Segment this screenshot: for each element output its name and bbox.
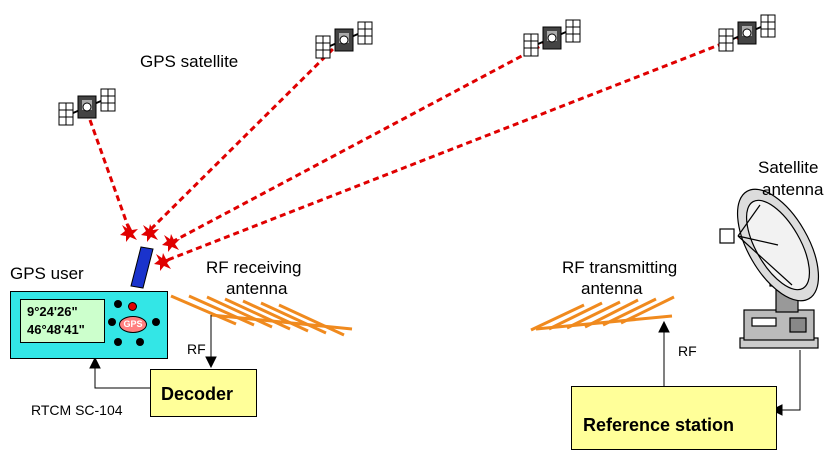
satellite-icon: [315, 21, 373, 59]
gps-user-label: GPS user: [10, 264, 84, 283]
device-button: [114, 338, 122, 346]
signal-burst: [120, 224, 138, 242]
signal-burst: [154, 253, 172, 271]
satellite-antenna-label-line1: Satellite: [758, 158, 819, 177]
rtcm-line: [94, 364, 150, 389]
signal-line-1: [88, 119, 132, 233]
device-button: [114, 300, 122, 308]
signal-line-4: [164, 34, 743, 263]
gps-satellite-label: GPS satellite: [140, 52, 239, 71]
decoder-label: Decoder: [161, 384, 234, 404]
signal-burst: [141, 224, 159, 242]
rf-transmitting-label-line2: antenna: [581, 279, 643, 298]
gps-user-antenna-icon: [130, 246, 154, 289]
satellite-icon: [58, 88, 116, 126]
device-coord-line1: 9°24'26": [27, 304, 78, 319]
rf-transmitting-label-line1: RF transmitting: [562, 258, 678, 277]
rf-receiving-antenna-icon: [170, 294, 353, 337]
device-button: [108, 318, 116, 326]
signal-line-3: [169, 40, 549, 245]
device-button-red: [128, 302, 137, 311]
signal-lines: [88, 34, 743, 263]
reference-station-label: Reference station: [583, 415, 735, 435]
satellite-dish-icon: [719, 188, 820, 349]
signal-line-2: [146, 40, 342, 234]
device-button: [152, 318, 160, 326]
rtcm-label: RTCM SC-104: [31, 402, 123, 418]
rf-receiving-label-line1: RF receiving: [206, 258, 302, 277]
connectors: [89, 315, 801, 416]
rf-right-label: RF: [678, 343, 697, 359]
decoder-box: Decoder: [150, 369, 257, 417]
gps-badge: GPS: [119, 316, 147, 333]
dish-to-station-line: [778, 350, 801, 411]
signal-burst: [162, 234, 180, 252]
gps-user-device: 9°24'26" 46°48'41" GPS: [10, 291, 168, 359]
satellite-icon: [718, 14, 776, 52]
rf-transmitting-antenna-icon: [530, 295, 675, 332]
rf-left-label: RF: [187, 341, 206, 357]
satellite-antenna-label-line2: antenna: [762, 180, 824, 199]
device-button: [136, 338, 144, 346]
rf-receiving-label-line2: antenna: [226, 279, 288, 298]
device-screen: 9°24'26" 46°48'41": [20, 299, 105, 343]
reference-station-box: Reference station: [571, 386, 777, 450]
satellite-icon: [523, 19, 581, 57]
device-coord-line2: 46°48'41": [27, 322, 85, 337]
